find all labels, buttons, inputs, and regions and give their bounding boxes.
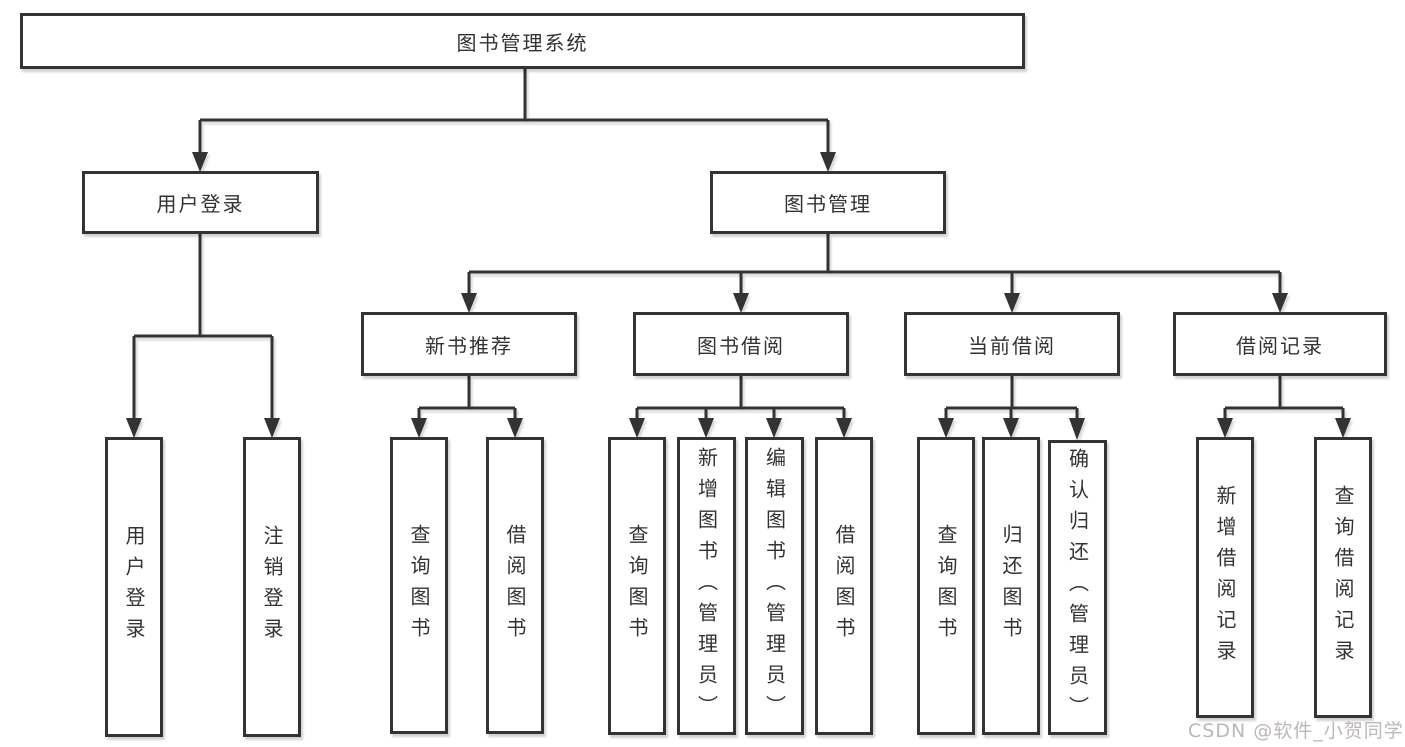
leaf-logout: 注销登录	[243, 437, 301, 737]
leaf-br-query-borrow-record-label: 查询借阅记录	[1331, 484, 1355, 671]
node-current-borrowing-label: 当前借阅	[968, 333, 1056, 358]
node-current-borrowing: 当前借阅	[904, 312, 1120, 376]
leaf-bb-add-books-admin-label: 新增图书（管理员）	[694, 446, 719, 726]
leaf-br-query-borrow-record: 查询借阅记录	[1314, 437, 1372, 718]
node-root-label: 图书管理系统	[456, 30, 589, 55]
node-user-login: 用户登录	[82, 171, 319, 234]
leaf-user-login-label: 用户登录	[122, 525, 146, 649]
leaf-nb-query-books: 查询图书	[390, 437, 448, 734]
node-book-borrowing-label: 图书借阅	[697, 333, 785, 358]
leaf-cb-confirm-return-admin-label: 确认归还（管理员）	[1065, 448, 1090, 727]
node-book-management: 图书管理	[710, 171, 946, 234]
csdn-watermark: CSDN @软件_小贺同学	[1188, 720, 1404, 742]
leaf-nb-query-books-label: 查询图书	[407, 523, 431, 648]
leaf-bb-query-books-label: 查询图书	[625, 524, 649, 648]
leaf-cb-confirm-return-admin: 确认归还（管理员）	[1048, 440, 1107, 735]
leaf-nb-borrow-books-label: 借阅图书	[503, 523, 527, 648]
leaf-bb-borrow-books-label: 借阅图书	[832, 524, 856, 648]
leaf-br-add-borrow-record: 新增借阅记录	[1196, 437, 1254, 718]
node-root: 图书管理系统	[20, 13, 1025, 69]
leaf-bb-edit-books-admin-label: 编辑图书（管理员）	[762, 446, 787, 726]
node-new-book-recommendation-label: 新书推荐	[425, 333, 513, 358]
leaf-bb-add-books-admin: 新增图书（管理员）	[677, 437, 736, 735]
node-user-login-label: 用户登录	[156, 192, 245, 216]
node-borrowing-records: 借阅记录	[1173, 312, 1387, 376]
leaf-cb-query-books: 查询图书	[917, 437, 975, 735]
leaf-logout-label: 注销登录	[260, 525, 284, 649]
leaf-user-login: 用户登录	[105, 437, 163, 737]
node-book-borrowing: 图书借阅	[633, 312, 849, 376]
leaf-cb-return-books: 归还图书	[982, 437, 1040, 735]
node-borrowing-records-label: 借阅记录	[1236, 333, 1324, 358]
leaf-cb-query-books-label: 查询图书	[934, 524, 958, 648]
leaf-nb-borrow-books: 借阅图书	[486, 437, 544, 734]
leaf-bb-query-books: 查询图书	[608, 437, 666, 735]
node-book-management-label: 图书管理	[784, 192, 872, 216]
leaf-bb-edit-books-admin: 编辑图书（管理员）	[745, 437, 804, 735]
leaf-cb-return-books-label: 归还图书	[999, 524, 1023, 648]
node-new-book-recommendation: 新书推荐	[361, 312, 577, 376]
leaf-br-add-borrow-record-label: 新增借阅记录	[1213, 484, 1237, 671]
leaf-bb-borrow-books: 借阅图书	[815, 437, 873, 735]
